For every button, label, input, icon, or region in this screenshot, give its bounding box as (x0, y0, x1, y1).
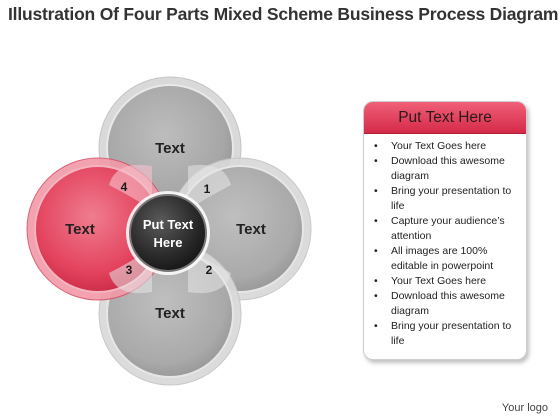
bullet-icon: • (374, 275, 378, 287)
text-panel: Put Text Here • Your Text Goes here • Down… (363, 101, 527, 360)
list-item-text: All images are 100% editable in powerpoi… (391, 245, 494, 272)
list-item-text: Capture your audience’s attention (391, 215, 505, 242)
list-item: • Capture your audience’s attention (374, 214, 520, 244)
bullet-icon: • (374, 140, 378, 152)
circle-right-label: Text (236, 221, 266, 238)
list-item: • Your Text Goes here (374, 139, 520, 154)
overlap-petal-4 (109, 164, 152, 210)
list-item-text: Your Text Goes here (391, 140, 487, 152)
bullet-icon: • (374, 155, 378, 167)
step-number-3: 3 (126, 263, 133, 277)
circle-bottom-label: Text (155, 305, 185, 322)
center-circle (126, 191, 210, 275)
center-label-line2: Here (154, 235, 183, 250)
list-item-text: Download this awesome diagram (391, 290, 505, 317)
page-title: Illustration Of Four Parts Mixed Scheme … (8, 4, 559, 24)
circle-top-label: Text (155, 140, 185, 157)
list-item: • All images are 100% editable in powerpo… (374, 244, 520, 274)
bullet-icon: • (374, 290, 378, 302)
bullet-list: • Your Text Goes here • Download this awes… (364, 134, 526, 349)
list-item-text: Download this awesome diagram (391, 155, 505, 182)
bullet-icon: • (374, 245, 378, 257)
step-number-1: 1 (204, 182, 211, 196)
overlap-petal-1 (188, 164, 231, 210)
list-item-text: Bring your presentation to life (391, 185, 512, 212)
panel-header: Put Text Here (364, 102, 526, 134)
bullet-icon: • (374, 215, 378, 227)
center-label-line1: Put Text (143, 217, 194, 232)
list-item: • Bring your presentation to life (374, 184, 520, 214)
list-item: • Bring your presentation to life (374, 319, 520, 349)
step-number-4: 4 (121, 180, 128, 194)
list-item-text: Your Text Goes here (391, 275, 487, 287)
list-item-text: Bring your presentation to life (391, 320, 512, 347)
bullet-icon: • (374, 320, 378, 332)
list-item: • Download this awesome diagram (374, 289, 520, 319)
list-item: • Download this awesome diagram (374, 154, 520, 184)
list-item: • Your Text Goes here (374, 274, 520, 289)
step-number-2: 2 (206, 263, 213, 277)
circle-left-label: Text (65, 221, 95, 238)
logo-text: Your logo (501, 402, 548, 414)
bullet-icon: • (374, 185, 378, 197)
